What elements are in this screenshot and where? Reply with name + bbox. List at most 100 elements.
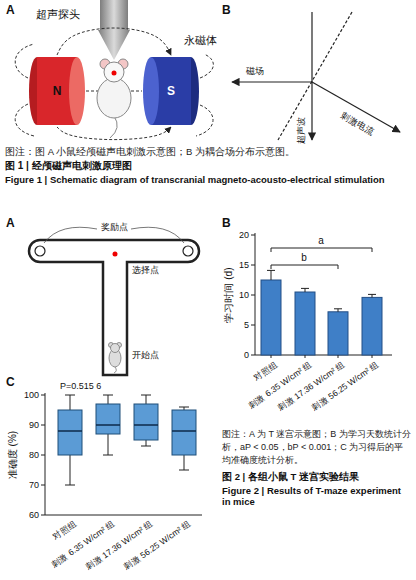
bar [295, 292, 315, 355]
vector-label: 超声波 [296, 117, 307, 144]
ultrasound-vector [311, 12, 312, 140]
reward-point [183, 246, 193, 256]
leader-line [44, 227, 97, 243]
mouse-head [104, 62, 124, 82]
tick-label: 15 [239, 260, 249, 271]
error-bar [267, 270, 275, 280]
box [58, 410, 82, 455]
choice-point [113, 252, 118, 257]
figure-note: 图注：A 为 T 迷宫示意图；B 为学习天数统计分析，aP < 0.05，bP … [222, 428, 412, 467]
tick-label: 70 [29, 480, 39, 491]
box [134, 404, 158, 440]
tick-label: 20 [239, 230, 249, 241]
figure-title: 图 1 | 经颅磁声电刺激原理图 [5, 160, 132, 172]
median [134, 424, 158, 426]
bar [261, 280, 281, 355]
maze-point-label: 开始点 [132, 350, 159, 361]
field-line [196, 105, 213, 136]
significance-mark: a [318, 235, 324, 247]
tick-label: 100 [24, 390, 39, 401]
tick-label: 80 [29, 450, 39, 461]
leader-line [131, 227, 184, 243]
significance-bracket [271, 248, 372, 252]
tick-label: 5 [244, 320, 249, 331]
figure-title: 图 2 | 各组小鼠 T 迷宫实验结果 [222, 471, 412, 482]
box [172, 410, 196, 455]
category-label: 对照组 [252, 359, 280, 383]
pole-letter: N [53, 84, 62, 98]
category-label: 刺激 17.36 W/cm² 组 [84, 518, 155, 572]
y-axis [255, 233, 256, 355]
tick-label: 0 [244, 350, 249, 361]
mouse-icon [109, 343, 122, 374]
box [96, 404, 120, 434]
coupling-field [232, 12, 400, 140]
mouse [97, 59, 131, 138]
tick [251, 235, 255, 236]
bar-chart [251, 233, 392, 358]
significance-mark: b [301, 252, 307, 264]
stimulation-point [112, 71, 117, 76]
magnet-north: N [28, 55, 86, 127]
t-maze [29, 227, 199, 375]
tick [372, 355, 373, 358]
figure-note: 图注：图 A 小鼠经颅磁声电刺激示意图；B 为耦合场分布示意图。 [5, 146, 411, 157]
maze-point-label: 奖励点 [101, 222, 128, 233]
tick [41, 395, 45, 396]
field-line-connector [57, 127, 171, 140]
field-vector [232, 81, 312, 82]
panel-letter: C [6, 375, 15, 389]
panel-letter: A [6, 216, 15, 230]
tick-label: 10 [239, 290, 249, 301]
median [172, 430, 196, 432]
maze-point-label: 选择点 [132, 265, 159, 276]
x-axis [45, 515, 202, 516]
y-axis [45, 393, 46, 515]
figure-title: Figure 1 | Schematic diagram of transcra… [5, 174, 405, 185]
error-bar [368, 294, 376, 297]
median [58, 430, 82, 432]
p-value: P=0.515 6 [60, 381, 101, 392]
mouse-tail [110, 116, 117, 138]
maze-outline [29, 240, 199, 375]
tick [338, 355, 339, 358]
pole-letter: S [167, 84, 175, 98]
tick [251, 355, 255, 356]
bar [362, 297, 382, 355]
magnet-south: S [142, 55, 200, 127]
figure-title: Figure 2 | Results of T-maze experiment … [222, 485, 412, 508]
panel-letter: B [222, 3, 231, 17]
tick [41, 485, 45, 486]
cylinder-face [69, 57, 85, 125]
axis-title: 学习时间 (d) [223, 268, 235, 323]
part-label: 永磁体 [184, 34, 217, 47]
category-label: 对照组 [51, 518, 79, 542]
tick [41, 515, 45, 516]
bar [328, 312, 348, 355]
box-plot [41, 393, 202, 515]
tick [41, 425, 45, 426]
vector-label: 磁场 [246, 66, 264, 77]
tick [251, 295, 255, 296]
part-label: 超声探头 [36, 8, 80, 21]
reward-point [35, 246, 45, 256]
tick [305, 355, 306, 358]
error-bar [301, 288, 309, 292]
panel-letter: B [222, 216, 231, 230]
tick [271, 355, 272, 358]
tick-label: 90 [29, 420, 39, 431]
category-label: 刺激 56.25 W/cm² 组 [122, 518, 193, 572]
median [96, 424, 120, 426]
tick [251, 265, 255, 266]
ultrasound-probe-tip [98, 30, 130, 60]
mouse-body [97, 78, 131, 118]
category-label: 刺激 6.35 W/cm² 组 [49, 518, 116, 569]
axis-title: 准确度 (%) [7, 431, 19, 479]
tick [41, 455, 45, 456]
field-line-connector [57, 28, 171, 55]
panel-letter: A [6, 3, 15, 17]
cylinder-face [143, 57, 159, 125]
tick-label: 60 [29, 510, 39, 521]
error-bar [334, 309, 342, 312]
